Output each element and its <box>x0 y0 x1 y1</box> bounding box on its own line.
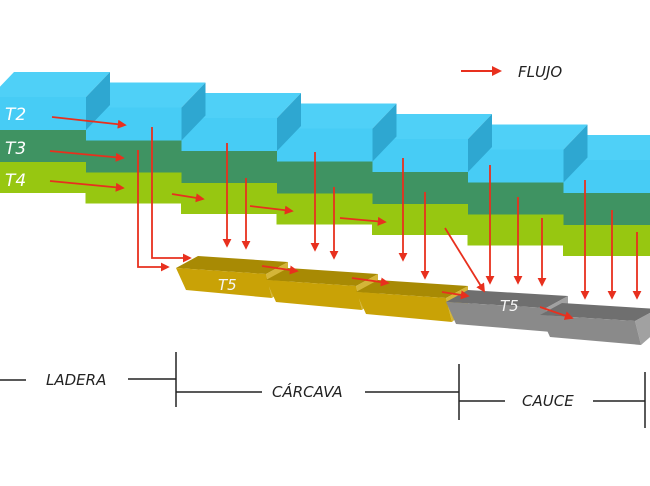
layer-t4 <box>0 162 86 193</box>
block-top-face <box>85 82 206 108</box>
soil-blocks <box>0 72 650 256</box>
layer-t3 <box>372 172 468 204</box>
slab-top-face <box>176 256 288 274</box>
zone-scale <box>0 352 646 428</box>
soil-block <box>181 93 301 214</box>
block-top-face <box>0 72 110 97</box>
slab-front-face <box>176 268 272 298</box>
zone-label-ladera: LADERA <box>46 371 106 389</box>
flow-arrow <box>444 227 485 293</box>
slab-front-face <box>356 292 452 322</box>
block-side-face <box>563 124 588 183</box>
flow-arrow <box>51 116 127 129</box>
layer-t3 <box>467 182 564 215</box>
flow-arrow <box>339 216 387 226</box>
layer-t4 <box>563 225 650 256</box>
layer-label-t2: T2 <box>5 105 26 125</box>
flow-arrow <box>49 150 125 162</box>
block-top-face <box>467 124 588 150</box>
layer-t3 <box>0 130 86 162</box>
block-side-face <box>181 82 206 141</box>
flow-arrow <box>137 150 170 272</box>
layer-t4 <box>467 214 564 246</box>
block-side-face <box>86 72 110 130</box>
block-top-face <box>372 114 492 139</box>
block-side-face <box>372 103 397 162</box>
deposit-label-carcava: T5 <box>218 276 237 294</box>
layer-label-t3: T3 <box>5 139 26 159</box>
deposit-label-cauce: T5 <box>500 297 519 315</box>
deposit-slab-cauce <box>540 303 650 345</box>
deposit-slabs <box>176 256 650 345</box>
flow-arrow <box>249 205 294 215</box>
block-side-face <box>468 114 492 172</box>
flow-arrow <box>49 180 125 192</box>
layer-t2 <box>0 97 86 130</box>
soil-block <box>0 72 110 193</box>
slab-front-face <box>266 280 362 310</box>
flow-arrows <box>49 116 642 320</box>
block-top-face <box>276 103 397 129</box>
zone-label-cauce: CAUCE <box>522 392 574 410</box>
slab-front-face <box>446 302 552 332</box>
zone-label-carcava: CÁRCAVA <box>272 382 343 401</box>
flow-arrow <box>151 127 192 263</box>
deposit-slab-carcava <box>266 268 378 310</box>
layer-t3 <box>181 151 277 183</box>
layer-t3 <box>276 161 373 194</box>
flow-arrow <box>441 290 470 300</box>
flow-arrow <box>171 193 205 203</box>
block-top-face <box>181 93 301 118</box>
legend-label: FLUJO <box>518 63 562 81</box>
block-side-face <box>277 93 301 151</box>
layer-t3 <box>563 193 650 225</box>
slab-front-face <box>540 315 641 345</box>
flow-arrow <box>261 265 299 275</box>
slab-side-face <box>635 312 650 345</box>
soil-block <box>276 103 397 225</box>
layer-t4 <box>85 172 182 204</box>
flow-arrow <box>539 306 574 320</box>
legend: FLUJO <box>461 63 562 81</box>
slab-top-face <box>446 290 568 308</box>
soil-block <box>372 114 492 235</box>
layer-label-t4: T4 <box>5 171 26 191</box>
flow-arrow <box>351 277 390 287</box>
layer-t4 <box>372 204 468 235</box>
